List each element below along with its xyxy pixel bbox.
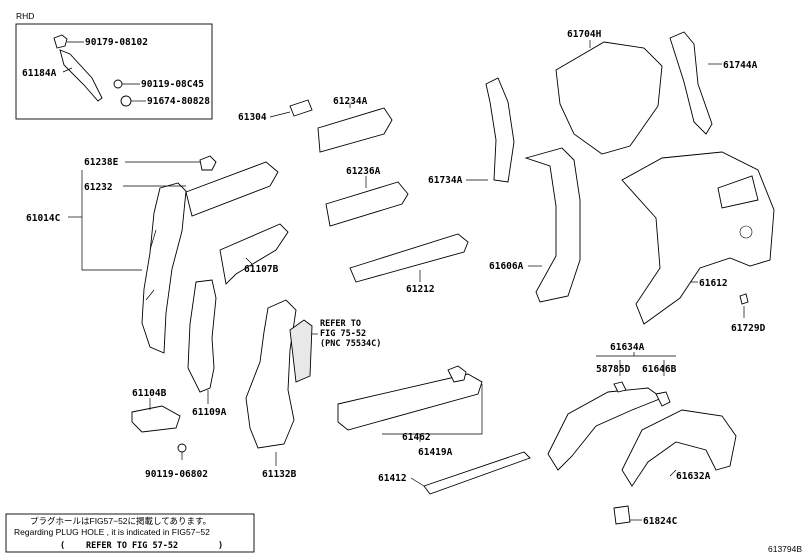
label-61238e: 61238E	[84, 157, 119, 168]
label-61014c: 61014C	[26, 213, 61, 224]
label-61744a: 61744A	[723, 60, 758, 71]
pillar-garnish	[289, 319, 313, 383]
rail-61212: 61212	[349, 233, 469, 295]
rocker-assembly: 61462 61419A 61412	[337, 365, 531, 495]
figure-id: 613794B	[768, 544, 802, 554]
bracket-61184a	[59, 49, 103, 102]
label-61132b: 61132B	[262, 469, 297, 480]
panel-61107b: 61107B	[219, 223, 289, 285]
note-line-open: (	[60, 541, 65, 551]
refer-note-line2: FIG 75-52	[320, 329, 366, 339]
label-61734a: 61734A	[428, 175, 463, 186]
refer-note-line3: (PNC 75534C)	[320, 339, 381, 349]
label-61419a: 61419A	[418, 447, 453, 458]
note-line-en: Regarding PLUG HOLE , it is indicated in…	[14, 527, 210, 537]
nut-91674-80828	[120, 95, 132, 107]
panel-61606a: 61606A	[489, 147, 581, 303]
label-61184a: 61184A	[22, 68, 57, 79]
label-61462: 61462	[402, 432, 431, 443]
note-line-jp: プラグホールはFIG57−52に掲載してあります。	[30, 516, 211, 526]
label-90179-08102: 90179-08102	[85, 37, 148, 48]
clip-90179-08102	[53, 34, 68, 49]
bolt-90119-08c45	[113, 79, 123, 89]
label-58785d: 58785D	[596, 364, 631, 375]
label-61824c: 61824C	[643, 516, 678, 527]
label-61232: 61232	[84, 182, 113, 193]
label-61729d: 61729D	[731, 323, 766, 334]
label-61704h: 61704H	[567, 29, 602, 40]
reinforcement-61234a: 61304 61234A	[238, 96, 393, 153]
pillar-61734a: 61734A	[428, 77, 515, 186]
pillar-61109a: 61109A	[187, 279, 227, 418]
clip-61729d	[739, 293, 749, 305]
label-61212: 61212	[406, 284, 435, 295]
seal-61824c	[613, 505, 631, 525]
wheelhouse-assembly: 61634A 58785D 61646B 61632A 61824C	[547, 342, 737, 527]
label-61646b: 61646B	[642, 364, 677, 375]
fuel-door-opening	[739, 225, 753, 239]
bolt-90119-06802	[177, 443, 187, 453]
bracket-61304	[289, 99, 313, 117]
label-61236a: 61236A	[346, 166, 381, 177]
label-61304: 61304	[238, 112, 267, 123]
label-61412: 61412	[378, 473, 407, 484]
label-61634a: 61634A	[610, 342, 645, 353]
center-pillar-61132b: 61132B REFER TO FIG 75-52 (PNC 75534C)	[245, 299, 381, 480]
quarter-window-opening	[717, 175, 759, 209]
note-line-close: )	[218, 541, 223, 551]
note-line-refer: REFER TO FIG 57-52	[86, 541, 178, 551]
label-61109a: 61109A	[192, 407, 227, 418]
bracket-61104b: 61104B 90119-06802	[131, 388, 208, 480]
rhd-label: RHD	[16, 11, 34, 21]
pillar-assembly-61014c: 61238E 61232 61014C	[26, 155, 279, 354]
panel-61704h: 61704H	[555, 29, 663, 155]
clip-61238e	[199, 155, 217, 171]
label-61107b: 61107B	[244, 264, 279, 275]
refer-note-line1: REFER TO	[320, 319, 361, 329]
plug-hole-note: プラグホールはFIG57−52に掲載してあります。 Regarding PLUG…	[5, 513, 255, 553]
rhd-inset: RHD 90179-08102 61184A 90119-08C45 91674…	[15, 11, 213, 120]
label-91674-80828: 91674-80828	[147, 96, 210, 107]
panel-61744a: 61744A	[669, 31, 758, 135]
reinforcement-61236a: 61236A	[325, 166, 409, 227]
label-61612: 61612	[699, 278, 728, 289]
quarter-panel-61612: 61612 61729D	[621, 151, 775, 334]
label-90119-08c45: 90119-08C45	[141, 79, 204, 90]
label-61104b: 61104B	[132, 388, 167, 399]
label-61234a: 61234A	[333, 96, 368, 107]
label-61606a: 61606A	[489, 261, 524, 272]
label-61632a: 61632A	[676, 471, 711, 482]
label-90119-06802: 90119-06802	[145, 469, 208, 480]
